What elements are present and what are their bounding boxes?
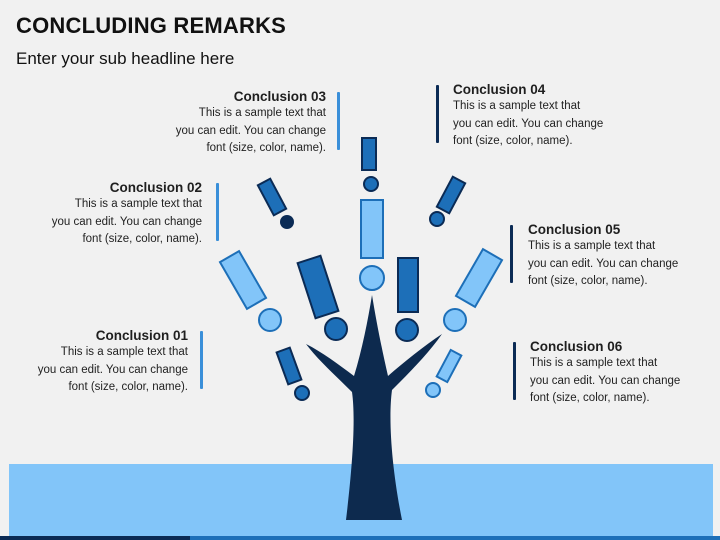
exclamation-mark-icon	[443, 247, 504, 332]
accent-bar	[337, 92, 340, 150]
exclamation-mark-icon	[218, 249, 282, 332]
tree-trunk-icon	[306, 295, 442, 520]
conclusion-body: This is a sample text that you can edit.…	[175, 107, 326, 154]
conclusion-block-03: Conclusion 03 This is a sample text that…	[126, 88, 326, 158]
accent-bar	[436, 85, 439, 143]
conclusion-body: This is a sample text that you can edit.…	[51, 198, 202, 245]
conclusion-block-02: Conclusion 02 This is a sample text that…	[2, 179, 202, 249]
conclusion-heading: Conclusion 02	[109, 180, 202, 195]
accent-bar	[510, 225, 513, 283]
conclusion-heading: Conclusion 04	[453, 82, 546, 97]
exclamation-mark-icon	[425, 348, 463, 398]
exclamation-mark-icon	[296, 254, 348, 341]
exclamation-mark-icon	[395, 257, 419, 342]
footer-bar	[0, 536, 720, 540]
page-subtitle: Enter your sub headline here	[16, 49, 235, 68]
conclusion-heading: Conclusion 03	[233, 89, 326, 104]
conclusion-block-06: Conclusion 06 This is a sample text that…	[530, 338, 720, 408]
conclusion-block-04: Conclusion 04 This is a sample text that…	[453, 81, 653, 151]
exclamation-mark-icon	[359, 199, 385, 291]
conclusion-block-05: Conclusion 05 This is a sample text that…	[528, 221, 720, 291]
page-title: CONCLUDING REMARKS	[16, 13, 287, 38]
accent-bar	[513, 342, 516, 400]
conclusion-body: This is a sample text that you can edit.…	[37, 346, 188, 393]
exclamation-mark-icon	[429, 175, 467, 227]
conclusion-body: This is a sample text that you can edit.…	[528, 240, 679, 287]
accent-bar	[200, 331, 203, 389]
conclusion-heading: Conclusion 01	[95, 328, 188, 343]
exclamation-mark-icon	[361, 137, 379, 192]
conclusion-heading: Conclusion 06	[530, 339, 623, 354]
accent-bar	[216, 183, 219, 241]
conclusion-body: This is a sample text that you can edit.…	[453, 100, 604, 147]
exclamation-mark-icon	[275, 346, 310, 401]
conclusion-block-01: Conclusion 01 This is a sample text that…	[0, 327, 188, 397]
conclusion-heading: Conclusion 05	[528, 222, 621, 237]
conclusion-body: This is a sample text that you can edit.…	[530, 357, 681, 404]
footer-bar-dark	[0, 536, 190, 540]
exclamation-mark-icon	[256, 177, 294, 229]
